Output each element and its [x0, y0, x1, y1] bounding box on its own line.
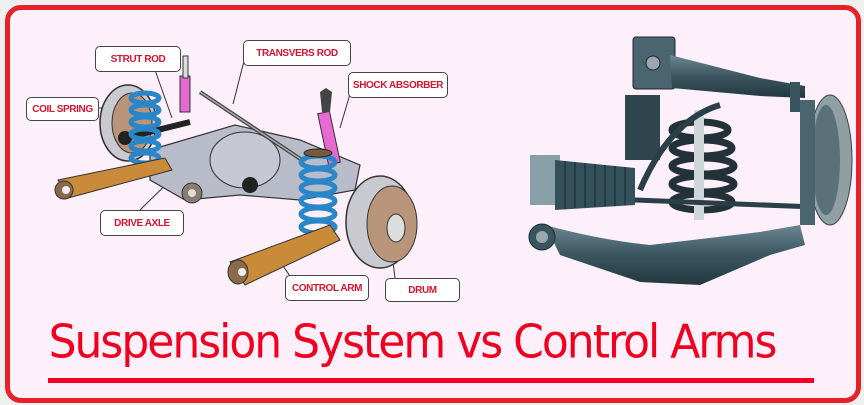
label-transvers-rod: TRANSVERS ROD: [243, 40, 351, 66]
label-coil-spring: COIL SPRING: [26, 97, 99, 121]
upper-control-arm: [632, 36, 805, 112]
brake-drum: [345, 175, 418, 269]
label-shock-absorber: SHOCK ABSORBER: [348, 72, 448, 98]
left-control-arm: [54, 157, 173, 200]
lower-control-arm: [528, 223, 805, 285]
left-shock-absorber: [179, 55, 191, 113]
label-drive-axle: DRIVE AXLE: [100, 210, 184, 236]
label-strut-rod: STRUT ROD: [95, 46, 181, 72]
right-control-arm: [227, 224, 341, 286]
right-coil-spring: [298, 153, 338, 236]
steering-rack-boot: [530, 155, 635, 210]
label-control-arm: CONTROL ARM: [285, 275, 369, 301]
page-title: Suspension System vs Control Arms: [48, 315, 778, 370]
label-drum: DRUM: [385, 278, 460, 302]
tie-rod: [634, 197, 816, 210]
brake-rotor: [800, 94, 853, 226]
title-underline: [48, 378, 814, 383]
